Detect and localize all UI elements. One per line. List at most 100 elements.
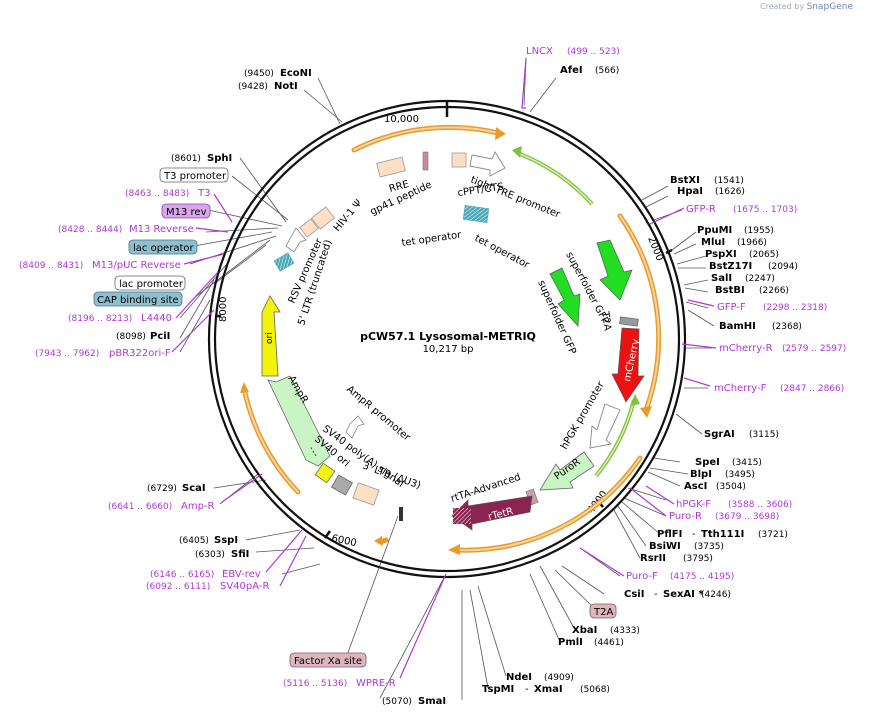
enzyme-smai: SmaI [418, 696, 446, 707]
tick-label-10000: 10,000 [384, 114, 419, 125]
primer-mcherry-f: mCherry-F [714, 383, 767, 394]
cppt-box [451, 152, 467, 168]
enzyme-sfii: SfiI [231, 549, 249, 560]
enzyme-pcii: PciI [150, 331, 170, 342]
primer-mcherry-r-pos: (2579 .. 2597) [782, 344, 846, 354]
green-feature-arcs [519, 152, 636, 478]
mcherry-arrow [611, 327, 645, 403]
enzyme-tspmi-pos: (5068) [580, 685, 610, 695]
enzyme-ppumi-pos: (1955) [744, 226, 774, 236]
sfgfp-arrow-outer [596, 239, 633, 301]
primer-sv40pa-r: SV40pA-R [220, 581, 269, 592]
sfgfp-arrow-inner [549, 267, 581, 327]
primer-gfp-r: GFP-R [686, 204, 716, 215]
enzyme-bstxi: BstXI [670, 175, 700, 186]
primer-gfp-f-pos: (2298 .. 2318) [763, 303, 827, 313]
primer-amp-r: Amp-R [181, 501, 215, 512]
label-t2a: T2A [593, 607, 613, 618]
enzyme-sspi: SspI [214, 535, 238, 546]
enzyme-pflfi: PflFI [657, 529, 682, 540]
primer-mcherry-r: mCherry-R [719, 343, 773, 354]
enzyme-bsiwi-pos: (3735) [694, 542, 724, 552]
primer-m13rev: M13 Reverse [129, 224, 194, 235]
primer-pbr322ori-f-pos: (7943 .. 7962) [35, 349, 99, 359]
primer-m13rev-pos: (8428 .. 8444) [58, 225, 122, 235]
enzyme-sfii-pos: (6303) [195, 550, 225, 560]
primer-mcherry-f-pos: (2847 .. 2866) [780, 384, 844, 394]
enzyme-bstz17i-pos: (2094) [768, 262, 798, 272]
green-arrowhead-2 [630, 394, 640, 406]
enzyme-pmli-pos: (4461) [594, 638, 624, 648]
primer-ebv-rev: EBV-rev [222, 569, 261, 580]
enzyme-xbai-pos: (4333) [610, 626, 640, 636]
enzyme-afei: AfeI [560, 65, 583, 76]
primer-labels: LNCX (499 .. 523) GFP-R (1675 .. 1703) G… [19, 46, 846, 689]
enzyme-noti-pos: (9428) [238, 82, 268, 92]
enzyme-blpi-pos: (3495) [725, 470, 755, 480]
primer-hpgk-f-pos: (3588 .. 3606) [728, 500, 792, 510]
enzyme-spei-pos: (3415) [732, 458, 762, 468]
enzyme-rsrii: RsrII [640, 553, 666, 564]
puror-arrow [539, 451, 595, 491]
plasmid-size: 10,217 bp [423, 344, 474, 355]
enzyme-bamhi: BamHI [719, 321, 756, 332]
label-t3-promoter: T3 promoter [163, 171, 227, 182]
primer-lncx: LNCX [526, 46, 553, 57]
snapgene-logo: SnapGene [806, 2, 853, 12]
enzyme-tspmi: TspMI [482, 684, 514, 695]
yellow-box [314, 462, 336, 484]
boxed-labels: T3 promoter M13 rev lac operator lac pro… [93, 167, 617, 668]
primer-puro-f: Puro-F [626, 571, 658, 582]
label-factor-xa: Factor Xa site [294, 656, 362, 667]
enzyme-spei: SpeI [695, 457, 720, 468]
rre-box [376, 156, 406, 178]
tet-operator-block [462, 205, 490, 223]
enzyme-ndei-pos: (4909) [544, 673, 574, 683]
primer-wpre-r-pos: (5116 .. 5136) [283, 679, 347, 689]
enzyme-xbai: XbaI [572, 625, 597, 636]
enzyme-separator-3: - [525, 684, 529, 695]
snapgene-credit: Created by SnapGene [760, 2, 853, 12]
inner-features [261, 151, 645, 531]
enzyme-econi-pos: (9450) [244, 69, 274, 79]
enzyme-scai-pos: (6729) [147, 484, 177, 494]
enzyme-bamhi-pos: (2368) [772, 322, 802, 332]
enzyme-xmai: XmaI [534, 684, 563, 695]
primer-puro-f-pos: (4175 .. 4195) [670, 572, 734, 582]
rtetr-hatch [453, 508, 471, 524]
enzyme-afei-pos: (566) [595, 66, 619, 76]
enzyme-separator: - [692, 529, 696, 540]
ampr-arrow [267, 375, 331, 467]
ampr-promoter-arrow [345, 415, 365, 439]
enzyme-sali-pos: (2247) [745, 274, 775, 284]
lac-block [273, 252, 295, 272]
enzyme-bstbi: BstBI [715, 285, 745, 296]
primer-amp-r-pos: (6641 .. 6660) [108, 502, 172, 512]
green-arrowhead-1 [512, 146, 522, 158]
enzyme-csii: CsiI [624, 589, 644, 600]
enzyme-asci: AscI [684, 481, 707, 492]
feature-label-hiv-psi: HIV-1 Ψ [332, 198, 365, 234]
enzyme-smai-pos: (5070) [382, 697, 412, 707]
enzyme-labels: AfeI (566) BstXI (1541) HpaI (1626) PpuM… [116, 65, 802, 707]
enzyme-pmli: PmlI [558, 637, 583, 648]
ori-arrow [261, 295, 281, 377]
primer-lncx-pos: (499 .. 523) [567, 47, 620, 57]
primer-ebv-rev-pos: (6146 .. 6165) [150, 570, 214, 580]
primer-gfp-r-pos: (1675 .. 1703) [733, 205, 797, 215]
plasmid-name: pCW57.1 Lysosomal-METRIQ [360, 330, 536, 343]
enzyme-asci-pos: (3504) [716, 482, 746, 492]
sv40-polya-box [352, 482, 380, 506]
enzyme-mlui: MluI [701, 237, 725, 248]
gp41-marker [422, 151, 429, 171]
enzyme-separator-2: - [654, 589, 658, 600]
enzyme-pspxi-pos: (2065) [749, 250, 779, 260]
feature-label-tetop-2: tet operator [473, 233, 532, 271]
enzyme-pspxi: PspXI [705, 249, 737, 260]
enzyme-sspi-pos: (6405) [179, 536, 209, 546]
primer-l4440: L4440 [141, 313, 172, 324]
feature-label-ori: ori [265, 332, 275, 344]
enzyme-mlui-pos: (1966) [737, 238, 767, 248]
label-m13-rev: M13 rev [166, 207, 207, 218]
